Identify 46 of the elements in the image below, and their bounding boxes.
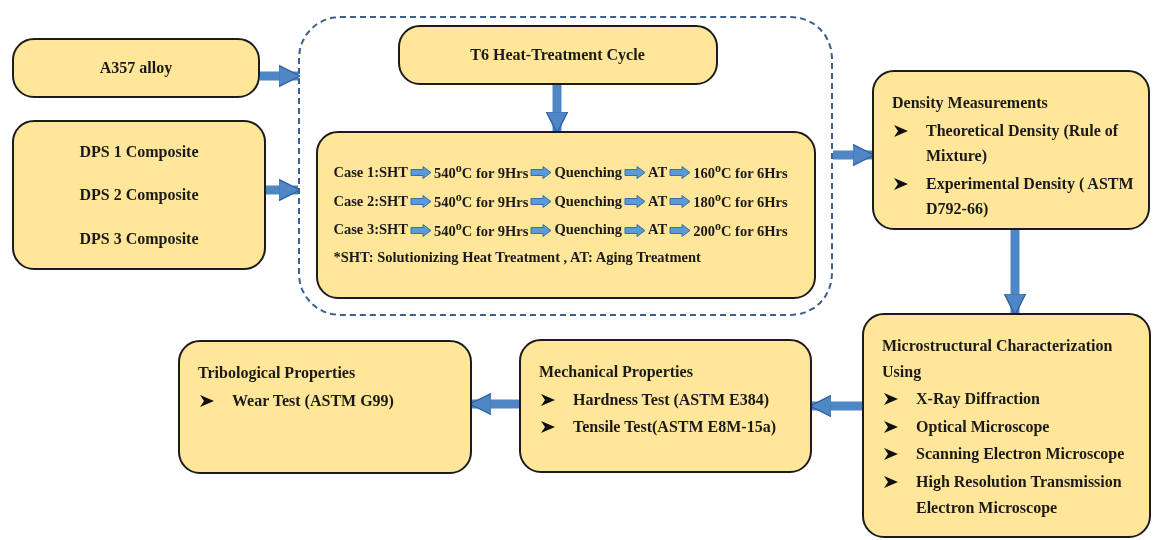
step-text: Quenching <box>554 220 623 240</box>
list-item: Optical Microscope <box>916 416 1051 438</box>
dashed-group-frame <box>298 16 833 316</box>
step-text: AT <box>648 220 668 240</box>
list-item: High Resolution Transmission Electron Microscope <box>916 471 1123 519</box>
node-title: T6 Heat-Treatment Cycle <box>470 44 645 66</box>
list-item: Hardness Test (ASTM E384) <box>573 389 771 411</box>
node-title: DPS 1 Composite <box>79 141 199 163</box>
process-box <box>872 70 1150 230</box>
process-box <box>862 313 1151 538</box>
step-text: 540$^{o}$C for 9Hrs <box>434 160 529 184</box>
step-text: 160$^{o}$C for 6Hrs <box>693 160 788 184</box>
process-box <box>12 120 266 270</box>
section-heading: Density Measurements <box>892 93 1049 114</box>
block-arrow <box>260 64 301 88</box>
step-text: AT <box>648 191 668 211</box>
list-item: Scanning Electron Microscope <box>916 444 1126 465</box>
step-text: 200$^{o}$C for 6Hrs <box>693 217 788 241</box>
process-box <box>315 130 816 299</box>
node-title: DPS 3 Composite <box>79 228 199 250</box>
step-text: Quenching <box>554 191 623 211</box>
step-text: 180$^{o}$C for 6Hrs <box>693 189 788 212</box>
process-box <box>12 38 260 98</box>
process-box <box>178 340 472 474</box>
process-box <box>519 339 812 473</box>
node-title: DPS 2 Composite <box>79 185 199 206</box>
list-item: Theoretical Density (Rule of Mixture) <box>926 120 1120 167</box>
list-item: Experimental Density ( ASTM D792-66) <box>926 173 1135 220</box>
section-heading: Microstructural Characterization Using <box>882 336 1114 383</box>
step-text: Quenching <box>554 162 623 182</box>
list-item: Wear Test (ASTM G99) <box>232 390 395 412</box>
step-text: 540$^{o}$C for 9Hrs <box>434 189 529 212</box>
step-text: AT <box>648 162 668 182</box>
block-arrow <box>266 178 301 202</box>
step-text: 540$^{o}$C for 9Hrs <box>434 217 529 241</box>
section-heading: Mechanical Properties <box>539 362 694 383</box>
step-text: Case 2:SHT <box>333 191 409 211</box>
process-box <box>397 24 718 85</box>
list-item: Tensile Test(ASTM E8M-15a) <box>573 417 777 438</box>
node-title: A357 alloy <box>99 58 173 79</box>
block-arrow <box>1003 230 1027 316</box>
footnote: *SHT: Solutionizing Heat Treatment , AT: Aging Treatment <box>333 247 702 267</box>
section-heading: Tribological Properties <box>198 363 357 384</box>
step-text: Case 3:SHT <box>333 220 409 240</box>
step-text: Case 1:SHT <box>333 162 409 182</box>
list-item: X-Ray Diffraction <box>916 389 1041 410</box>
